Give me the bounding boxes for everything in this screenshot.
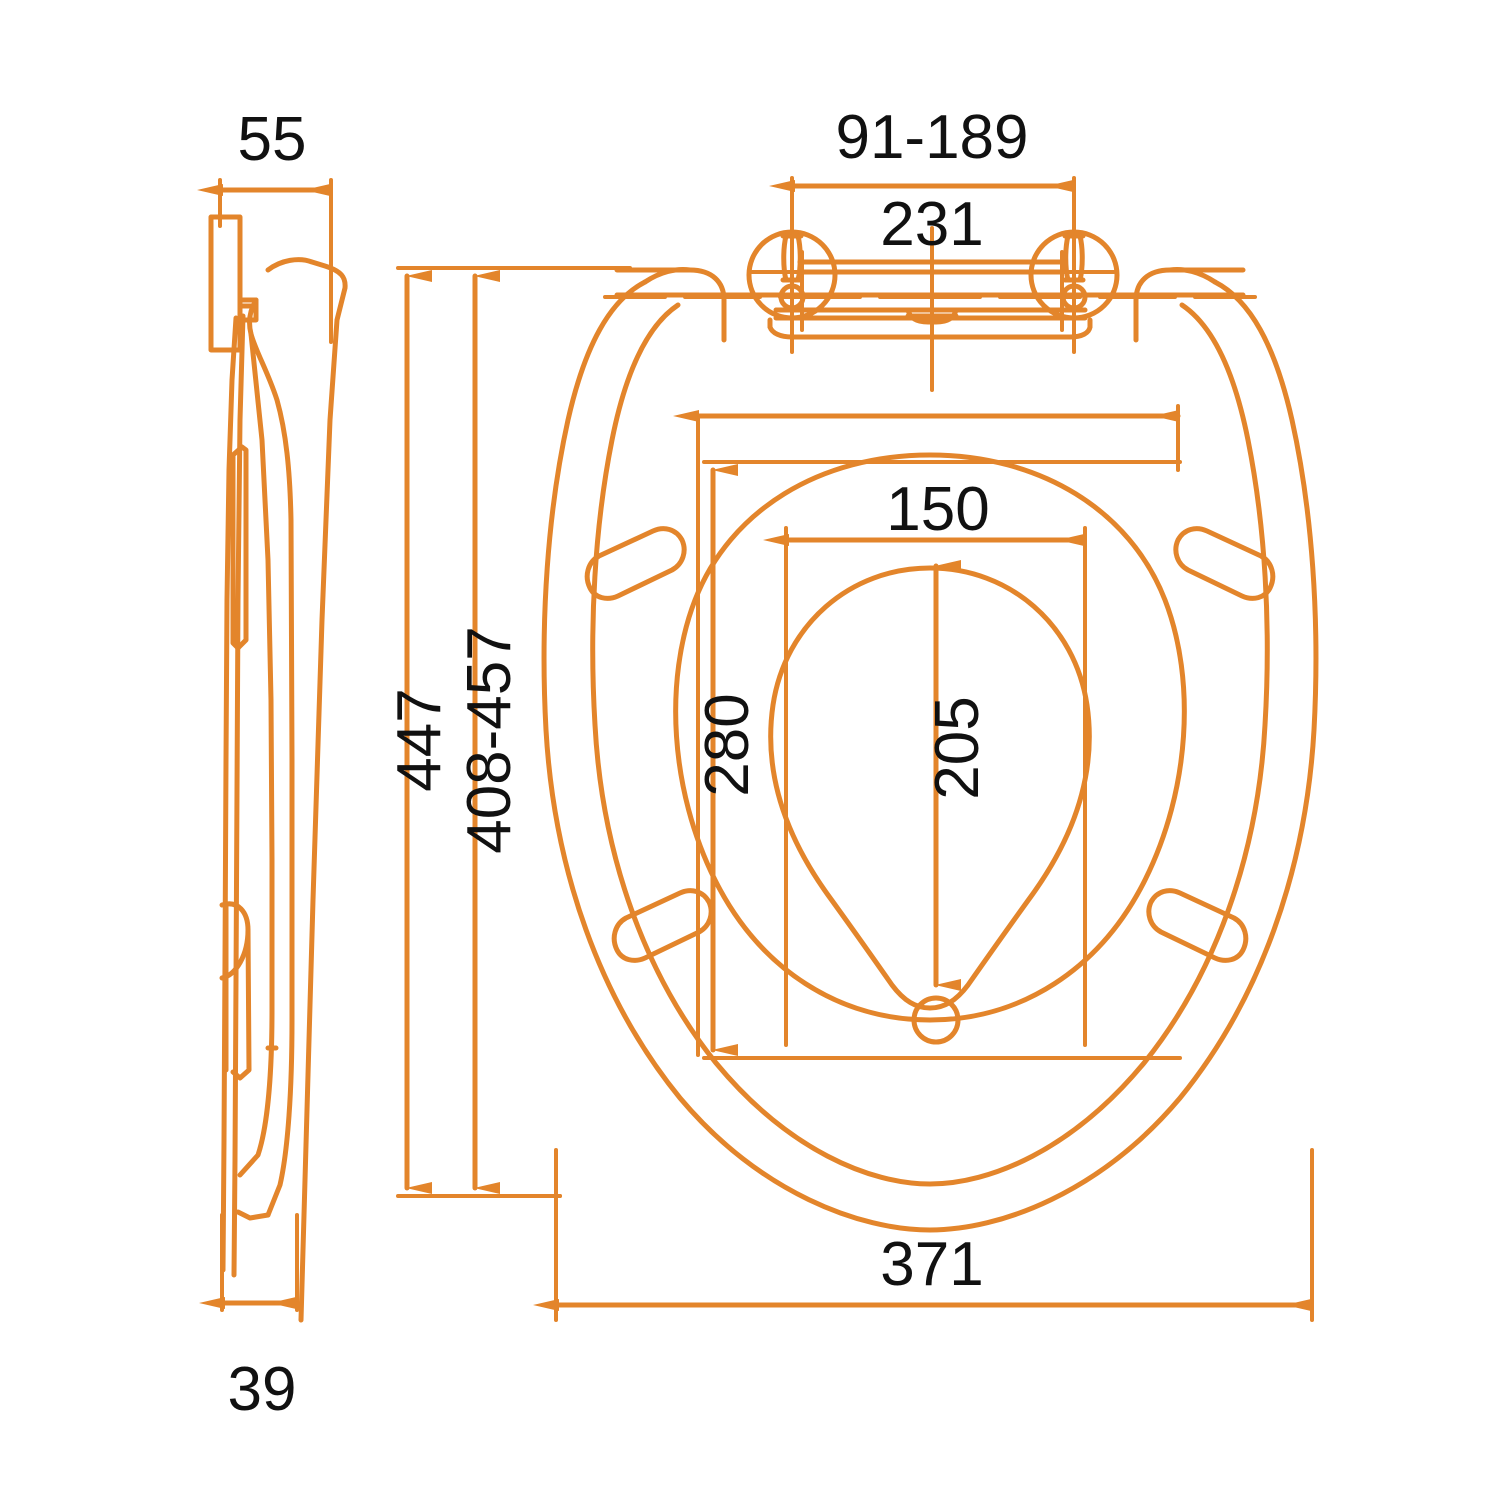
side-seat-front-edge bbox=[220, 315, 239, 1273]
side-lower-bumper-tail bbox=[230, 927, 252, 1081]
seat-rear-right-corner bbox=[1133, 267, 1246, 343]
hinge-right-bolt-body bbox=[1063, 233, 1085, 283]
dim-280-group bbox=[702, 460, 1182, 1060]
dim-150-group bbox=[763, 526, 1087, 1047]
dim-55-label: 55 bbox=[238, 105, 307, 174]
side-seat-body bbox=[237, 331, 275, 1178]
dim-371-group bbox=[533, 1148, 1314, 1322]
drain-hole-circle bbox=[911, 995, 961, 1045]
side-lid-bottom-return bbox=[235, 1209, 271, 1221]
dim-408-457-label: 408-457 bbox=[455, 626, 524, 854]
dim-231-label: 231 bbox=[880, 190, 983, 259]
dim-447-label: 447 bbox=[385, 688, 454, 791]
bumper-pad-top-left bbox=[584, 526, 687, 601]
dim-91-189-label: 91-189 bbox=[835, 103, 1028, 172]
dim-39-group bbox=[199, 1213, 299, 1312]
seat-rear-right-fillet bbox=[1167, 267, 1218, 285]
dim-top-ref-group bbox=[673, 404, 1181, 1057]
dim-150-label: 150 bbox=[886, 475, 989, 544]
seat-rear-left-corner bbox=[614, 267, 727, 343]
dim-231-group bbox=[800, 250, 1064, 332]
dim-205-label: 205 bbox=[923, 696, 992, 799]
bowl-opening-contour bbox=[768, 565, 1092, 1011]
side-upper-bumper bbox=[230, 444, 249, 651]
dim-371-label: 371 bbox=[880, 1230, 983, 1299]
top-plan-view bbox=[541, 214, 1319, 1233]
side-profile-view bbox=[208, 214, 348, 1323]
dim-280-label: 280 bbox=[693, 693, 762, 796]
dim-408-457-group bbox=[466, 270, 562, 1198]
seat-opening-outer bbox=[673, 452, 1187, 1023]
bumper-pad-top-right bbox=[1173, 526, 1276, 601]
dim-91-189-group bbox=[769, 176, 1076, 242]
side-seat-front-edge-2 bbox=[231, 313, 246, 1278]
bumper-pad-bottom-right bbox=[1146, 888, 1249, 963]
hinge-plate-bot-sides bbox=[767, 317, 1093, 330]
dim-55-group bbox=[197, 178, 333, 344]
seat-rear-left-fillet bbox=[642, 267, 693, 285]
dim-39-label: 39 bbox=[228, 1355, 297, 1424]
seat-outer-contour bbox=[541, 279, 1319, 1233]
seat-inner-contour bbox=[590, 302, 1270, 1187]
